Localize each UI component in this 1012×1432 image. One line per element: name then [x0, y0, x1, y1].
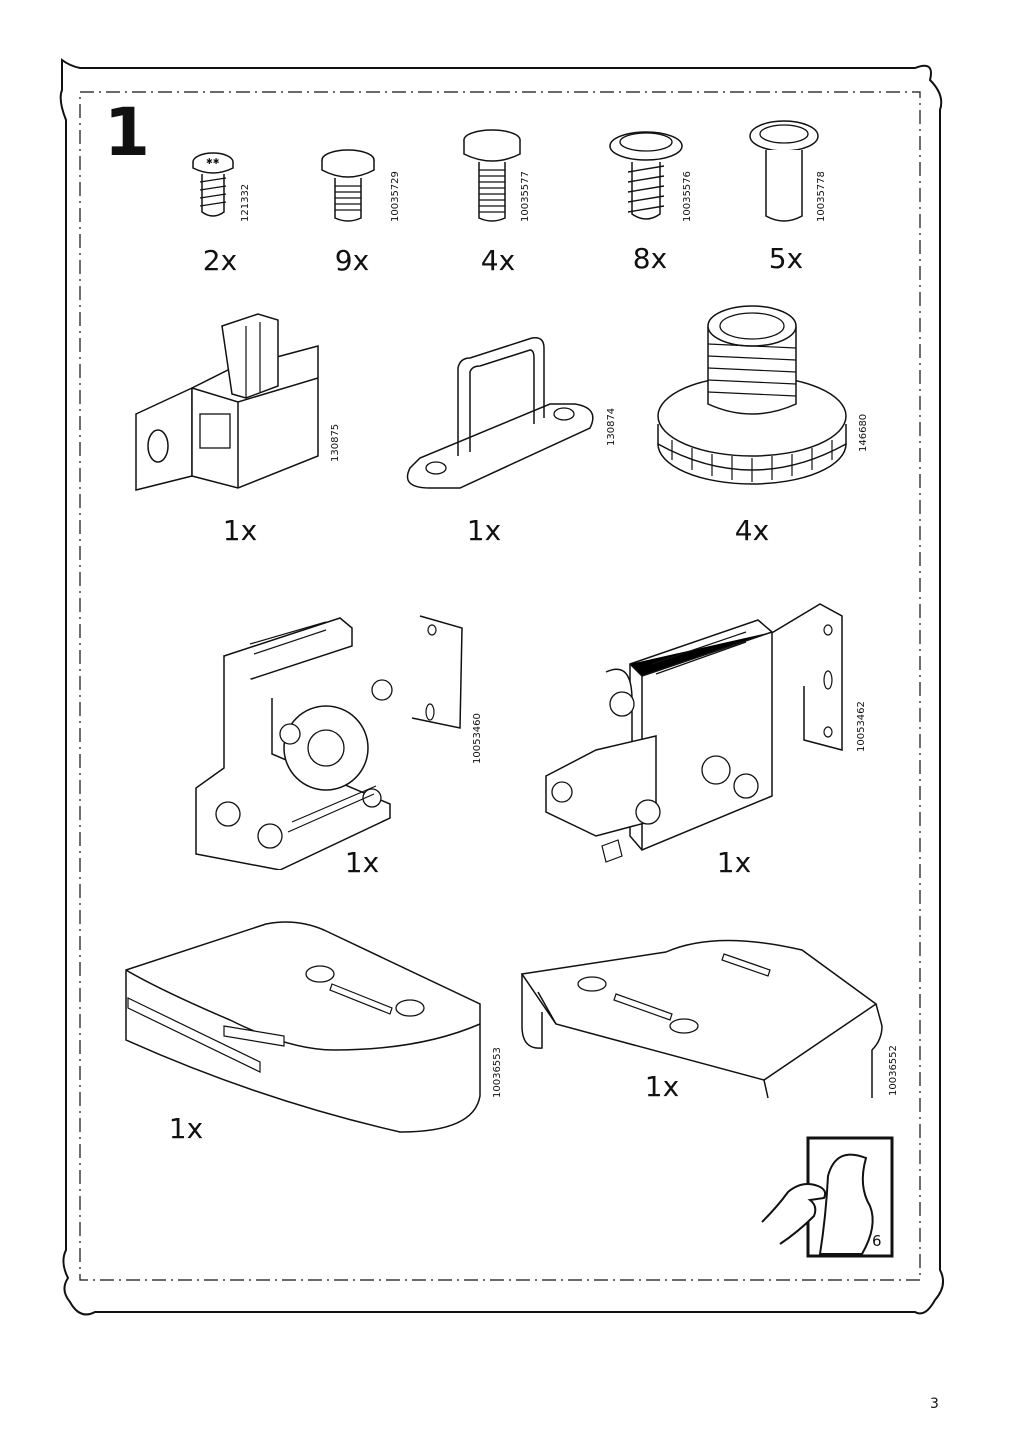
screw-10035729-drawing — [321, 149, 375, 222]
part-qty-146680: 4x — [734, 514, 770, 547]
part-qty-121332: 2x — [202, 244, 238, 277]
part-qty-130875: 1x — [222, 514, 258, 547]
screw-121332-drawing: ✱✱ — [192, 152, 234, 217]
cover-10036552-drawing — [520, 939, 883, 1099]
part-code-121332: 121332 — [240, 183, 251, 222]
part-qty-130874: 1x — [466, 514, 502, 547]
part-code-10035577: 10035577 — [520, 171, 531, 222]
hinge-mechanism-10053462-drawing — [545, 603, 843, 863]
cover-10036553-drawing — [125, 921, 481, 1133]
turn-page-icon — [761, 1136, 894, 1258]
part-code-10036553: 10036553 — [492, 1047, 503, 1098]
part-qty-10053460: 1x — [344, 846, 380, 879]
part-qty-10035729: 9x — [334, 244, 370, 277]
part-code-130875: 130875 — [330, 423, 341, 462]
part-code-10053460: 10053460 — [472, 713, 483, 764]
dowel-10035778-drawing — [749, 120, 819, 222]
bracket-130874-drawing — [406, 336, 594, 489]
page-number: 3 — [930, 1396, 939, 1412]
part-qty-10035577: 4x — [480, 244, 516, 277]
step-number: 1 — [104, 94, 150, 171]
part-code-10035576: 10035576 — [682, 171, 693, 222]
part-code-10053462: 10053462 — [856, 701, 867, 752]
screw-10035576-drawing — [609, 131, 683, 220]
clip-130875-drawing — [135, 313, 319, 491]
part-code-10035778: 10035778 — [816, 171, 827, 222]
part-qty-10053462: 1x — [716, 846, 752, 879]
hinge-mechanism-10053460-drawing — [195, 615, 463, 870]
part-code-10035729: 10035729 — [390, 171, 401, 222]
part-qty-10035576: 8x — [632, 242, 668, 275]
part-code-10036552: 10036552 — [888, 1045, 899, 1096]
part-qty-10036553: 1x — [168, 1112, 204, 1145]
svg-text:✱✱: ✱✱ — [206, 157, 220, 166]
leveling-foot-146680-drawing — [657, 305, 847, 485]
screw-10035577-drawing — [463, 129, 521, 222]
part-code-130874: 130874 — [606, 407, 617, 446]
turn-page-number: 6 — [872, 1232, 882, 1250]
part-qty-10036552: 1x — [644, 1070, 680, 1103]
part-qty-10035778: 5x — [768, 242, 804, 275]
part-code-146680: 146680 — [858, 413, 869, 452]
